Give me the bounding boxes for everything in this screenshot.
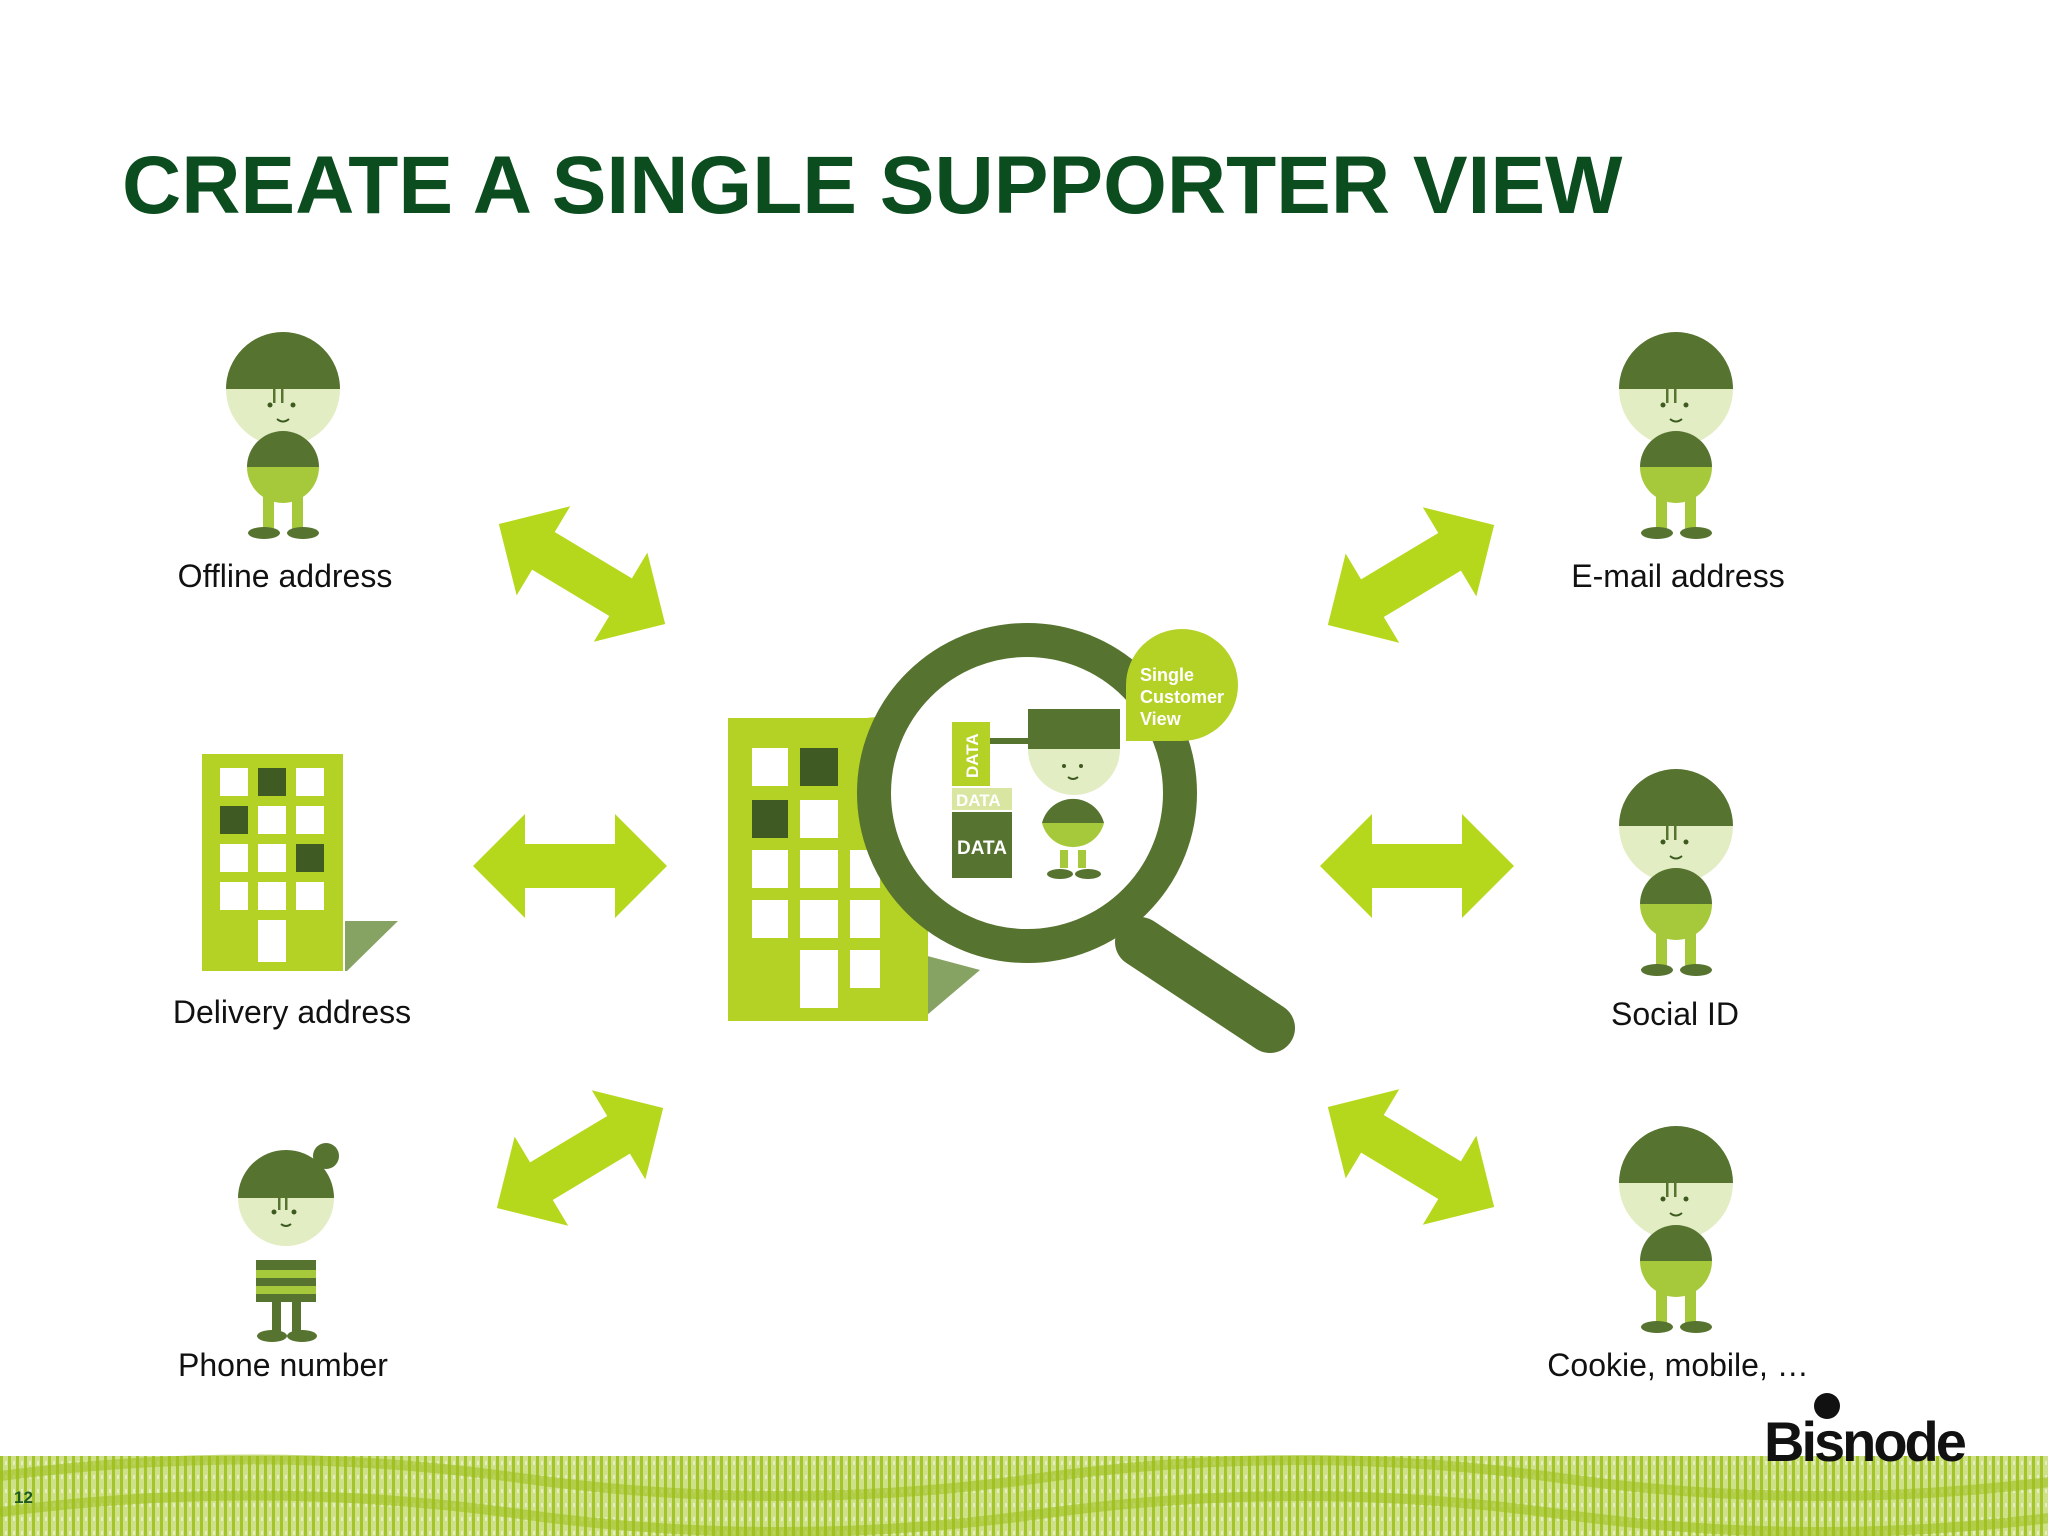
double-arrow-icon [1320,814,1514,918]
bubble-line-2: Customer [1140,687,1224,707]
label-phone-number: Phone number [178,1347,388,1383]
slide-title: CREATE A SINGLE SUPPORTER VIEW [122,140,1623,231]
double-arrow-icon [472,479,692,669]
page-number: 12 [14,1488,33,1507]
data-stack [952,722,1030,878]
label-email-address: E-mail address [1571,558,1785,594]
label-social-id: Social ID [1610,996,1740,1032]
double-arrow-icon [473,814,667,918]
speech-bubble [1126,629,1238,741]
person-icon [1618,331,1734,540]
double-arrow-icon [470,1063,690,1253]
bisnode-logo: Bisnode [1764,1410,1967,1473]
person-icon [1618,768,1734,977]
bubble-line-1: Single [1140,665,1194,685]
label-offline-address: Offline address [177,558,393,594]
person-icon [1618,1125,1734,1334]
label-delivery-address: Delivery address [172,994,412,1030]
person-icon [225,331,341,540]
label-cookie-mobile: Cookie, mobile, … [1547,1347,1809,1383]
data-tag-vertical: DATA [963,733,982,778]
data-tag-large: DATA [957,838,1007,859]
person-icon [1028,709,1120,879]
data-tag-small: DATA [956,791,1001,810]
double-arrow-icon [1301,480,1521,670]
building-icon [202,754,398,971]
bubble-line-3: View [1140,709,1182,729]
girl-person-icon [237,1142,340,1343]
double-arrow-icon [1301,1062,1521,1252]
